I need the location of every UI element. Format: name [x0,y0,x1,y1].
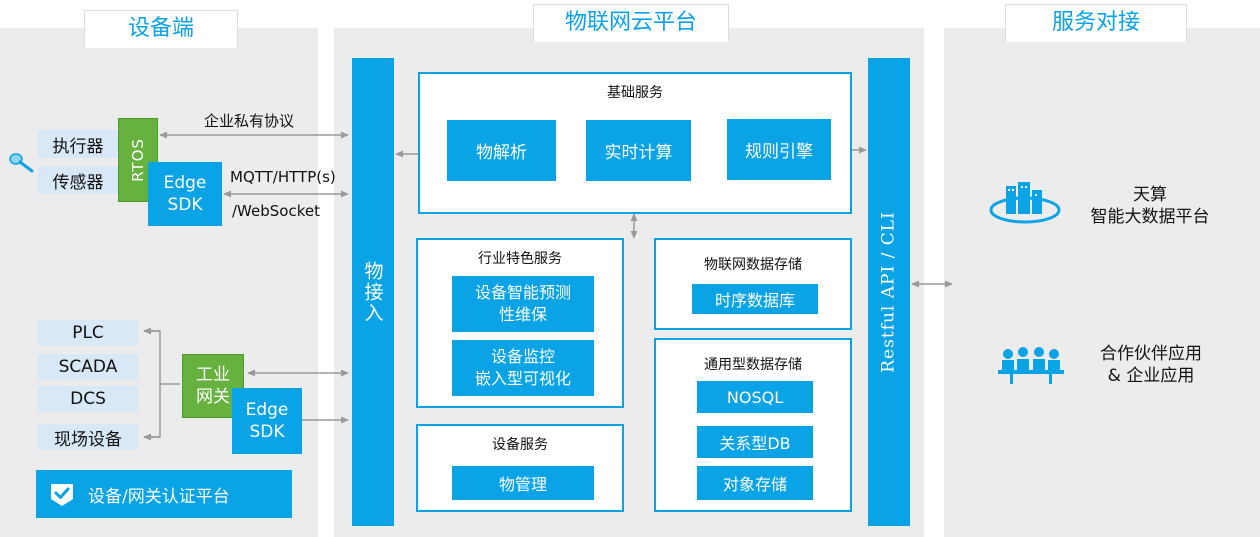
field-device-label: 现场设备 [38,424,138,450]
industry-services-title: 行业特色服务 [478,251,562,267]
auth-platform-label: 设备/网关认证平台 [88,486,230,507]
websocket-label: /WebSocket [232,202,320,220]
basic-services-title: 基础服务 [607,85,663,101]
partners-label: 合作伙伴应用 & 企业应用 [1100,344,1202,386]
nosql-box: NOSQL [697,381,813,413]
private-protocol-label: 企业私有协议 [204,112,295,130]
tianshuan-label: 天算 智能大数据平台 [1090,185,1210,227]
predictive-maintenance-box: 设备智能预测 性维保 [452,276,594,332]
mqtt-label: MQTT/HTTP(s) [230,168,336,186]
edge-sdk-bottom: Edge SDK [232,388,302,454]
service-side-title: 服务对接 [1005,4,1187,42]
team-meeting-icon [996,346,1066,386]
auth-platform-banner: 设备/网关认证平台 [36,470,292,518]
rule-engine-box: 规则引擎 [727,119,831,180]
building-cloud-icon [988,180,1062,226]
iot-storage-title: 物联网数据存储 [704,257,802,273]
object-parse-box: 物解析 [447,120,556,181]
access-column: 物接入 [352,58,394,526]
sensor-label: 传感器 [38,166,118,194]
device-services-title: 设备服务 [492,437,548,453]
arrow-gateway-bracket [144,330,161,438]
check-shield-icon [48,480,76,508]
timeseries-db-box: 时序数据库 [692,284,818,314]
cloud-title: 物联网云平台 [533,4,729,42]
dcs-label: DCS [38,386,138,412]
edge-sdk-top: Edge SDK [148,162,222,226]
scada-label: SCADA [38,354,138,380]
object-storage-box: 对象存储 [697,466,813,500]
device-side-title: 设备端 [84,10,238,48]
wrench-icon [6,150,36,174]
actuator-label: 执行器 [38,130,118,158]
plc-label: PLC [38,320,138,346]
monitoring-visualization-box: 设备监控 嵌入型可视化 [452,340,594,396]
realtime-compute-box: 实时计算 [586,120,691,181]
api-column: Restful API / CLI [868,58,910,526]
general-storage-title: 通用型数据存储 [704,357,802,373]
thing-management-box: 物管理 [452,466,594,500]
relational-db-box: 关系型DB [697,426,813,458]
service-panel [944,28,1260,537]
